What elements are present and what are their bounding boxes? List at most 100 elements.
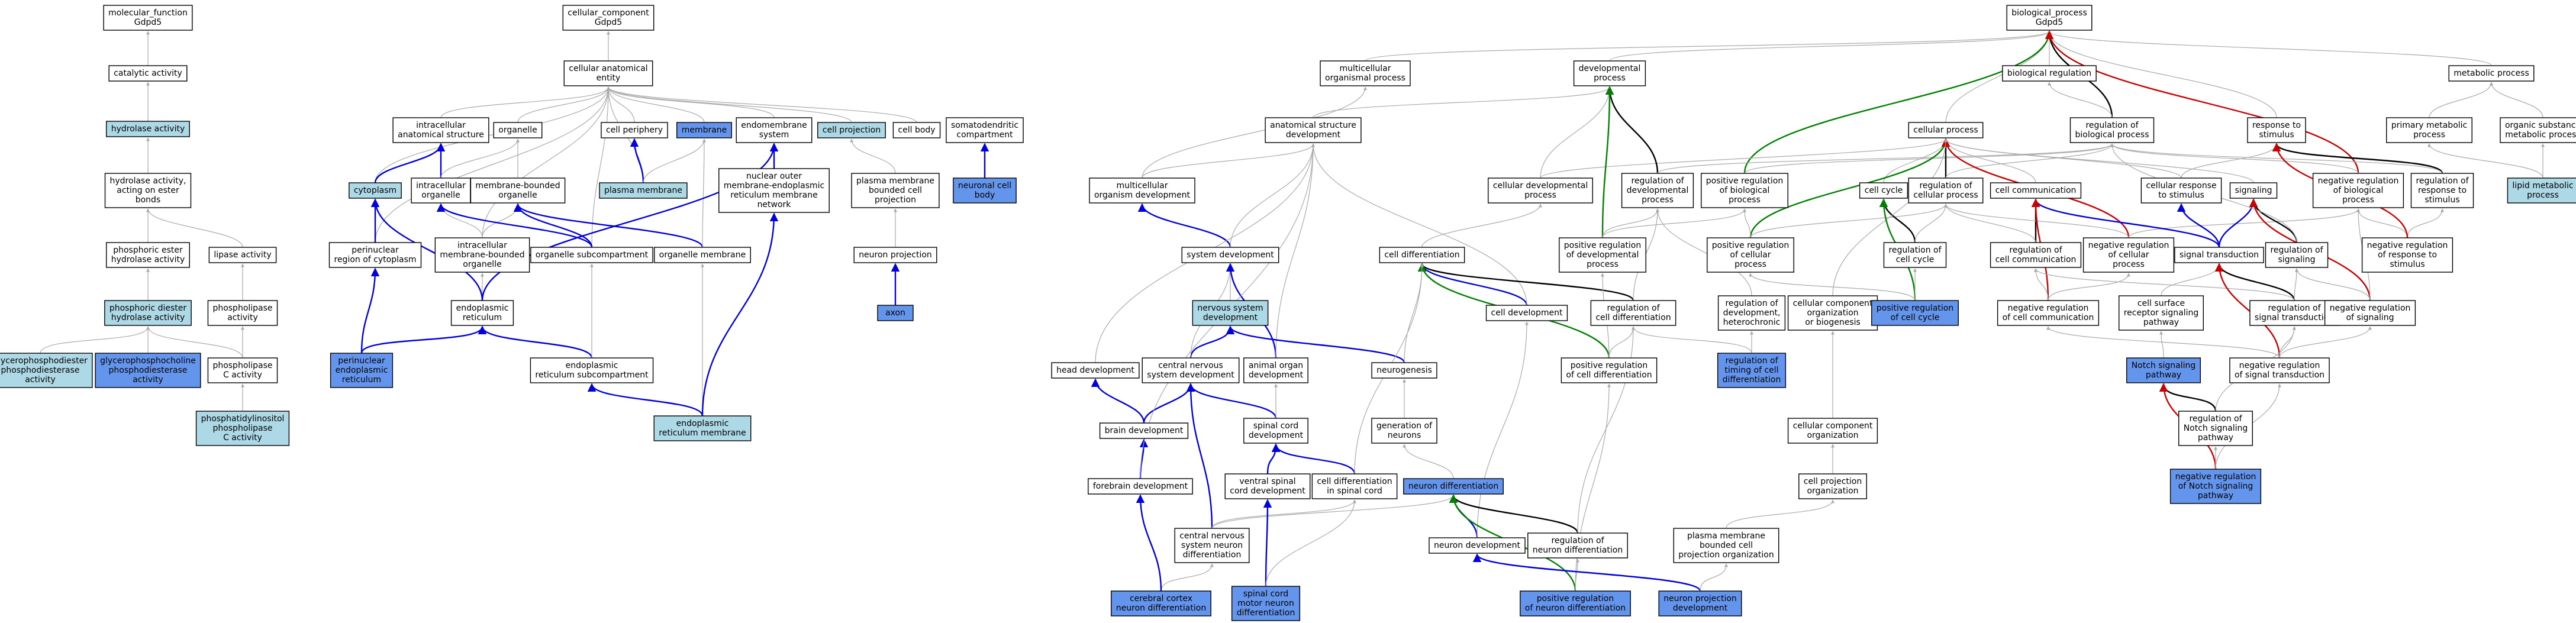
node-box: [2174, 247, 2264, 263]
node-label-line: reticulum: [342, 375, 381, 385]
edge-is-a: [1602, 208, 1746, 238]
node-label-line: response to: [2418, 186, 2467, 195]
node-label-line: molecular_function: [108, 8, 188, 18]
edge-is-a: [2295, 268, 2371, 301]
edge-is-a: [2407, 208, 2444, 238]
edge: [1226, 325, 1405, 363]
node-box: [530, 357, 654, 383]
edge: [1743, 30, 2054, 174]
edge: [146, 326, 243, 359]
node-box: [95, 353, 201, 388]
node-label-line: or biogenesis: [1805, 318, 1861, 327]
edge-part-of: [481, 143, 779, 301]
node-label-line: pathway: [2146, 370, 2181, 380]
node-system-dev: system development: [1181, 247, 1279, 263]
node-box: [1787, 418, 1878, 444]
edge-is-a: [607, 86, 852, 123]
node-label-line: system neuron: [1181, 541, 1243, 550]
node-label-line: cellular developmental: [1493, 181, 1588, 191]
node-box: [853, 247, 937, 263]
node-label-line: regulation of: [2416, 176, 2469, 186]
edge: [2181, 143, 2278, 179]
node-label-line: positive regulation: [1537, 594, 1614, 603]
edge-is-a: [1265, 499, 1356, 587]
edge-is-a: [2159, 331, 2164, 359]
edge-is-a: [1602, 208, 1659, 238]
edge-part-of: [1417, 263, 1528, 306]
node-label-line: of signaling: [2346, 313, 2394, 322]
node-label-line: cell surface: [2137, 299, 2185, 308]
node-label-line: activity: [133, 375, 163, 385]
edge-is-a: [2048, 82, 2113, 118]
node-label-line: anatomical structure: [398, 130, 484, 140]
node-box: [1243, 418, 1308, 444]
edge: [1726, 499, 1835, 529]
edge: [587, 383, 704, 417]
node-label-line: reticulum subcompartment: [535, 370, 649, 380]
node-box: [953, 177, 1017, 204]
edge: [1914, 204, 1948, 243]
edge: [1211, 495, 1455, 529]
edge-part-of: [1137, 203, 1231, 248]
edge: [1540, 138, 1948, 179]
edge-is-a: [146, 326, 243, 359]
node-forebrain-dev: forebrain development: [1088, 478, 1193, 495]
node-box: [1883, 242, 1947, 268]
edge: [1744, 143, 2114, 174]
node-box: [1265, 117, 1362, 143]
node-head-dev: head development: [1051, 362, 1140, 379]
edge: [2048, 273, 2130, 301]
node-box: [104, 300, 192, 326]
node-label-line: bonds: [136, 195, 161, 205]
node-label-line: brain development: [1105, 426, 1184, 435]
edge-part-of: [2177, 203, 2220, 248]
node-box: [1621, 173, 1694, 208]
node-label-line: regulation of: [1551, 536, 1604, 545]
node-box: [470, 177, 566, 204]
edge-is-a: [1726, 499, 1835, 529]
node-box: [1559, 237, 1646, 273]
edge: [2272, 143, 2443, 174]
node-box: [434, 237, 530, 273]
edge-is-a: [2294, 268, 2298, 301]
edge: [375, 86, 610, 243]
edge-is-a: [850, 138, 896, 174]
node-box: [654, 247, 751, 263]
edge: [1142, 143, 1315, 179]
node-label-line: phosphodiesterase: [1, 366, 80, 375]
edge-is-a: [607, 86, 635, 123]
edge: [436, 203, 593, 248]
node-label-line: membrane-bounded: [475, 181, 560, 191]
node-label-line: of Notch signaling: [2178, 482, 2253, 491]
edge-part-of: [2031, 198, 2220, 248]
edge-is-a: [2279, 326, 2372, 359]
node-label-line: organelle: [421, 191, 460, 200]
node-box: [2229, 182, 2278, 199]
edge: [1211, 499, 1356, 529]
node-box: [1174, 528, 1250, 563]
node-organelle-membrane: organelle membrane: [654, 247, 751, 263]
edge-is-a: [482, 86, 610, 238]
node-box: [1320, 60, 1411, 86]
node-box: [1243, 357, 1308, 383]
edge: [607, 86, 775, 118]
node-box: [2002, 65, 2097, 82]
edge: [440, 86, 610, 118]
node-box: [103, 5, 193, 31]
node-label-line: cell development: [1491, 308, 1563, 318]
node-label-line: perinuclear: [352, 246, 399, 255]
edge: [1749, 273, 1916, 301]
edge-is-a: [1700, 563, 1728, 592]
node-label-line: signaling: [2235, 186, 2272, 195]
node-box: [2140, 177, 2222, 204]
